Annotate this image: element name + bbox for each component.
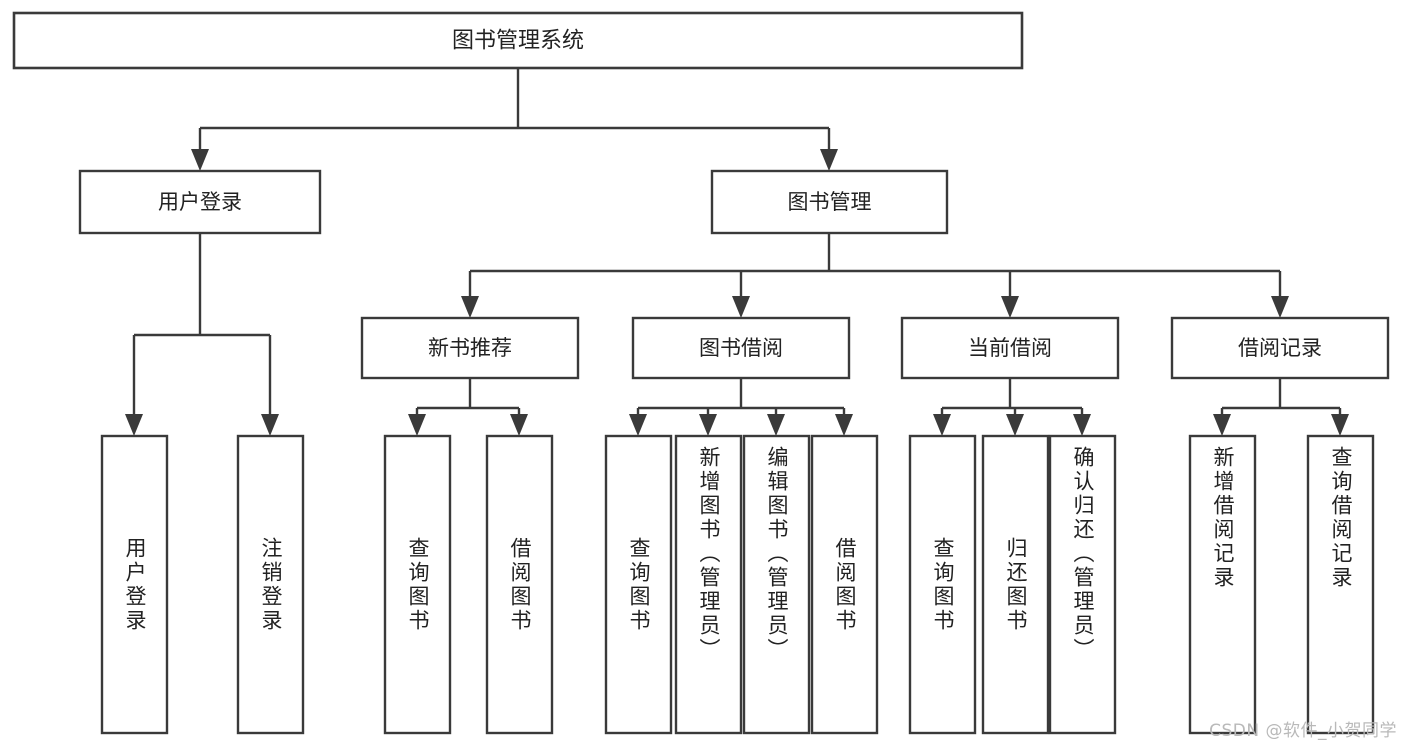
connectors-layer [125,68,1349,436]
node-root-box[interactable] [12,11,1024,70]
boxes-layer [12,11,1390,735]
arrow-head-icon [1001,296,1019,318]
leaf-edit-book-box[interactable] [742,434,811,735]
arrow-head-icon [191,149,209,171]
node-user-login-box[interactable] [78,169,322,235]
leaf-query-book-3-box[interactable] [908,434,977,735]
node-new-book-rec-box[interactable] [360,316,580,380]
arrow-head-icon [820,149,838,171]
arrow-head-icon [408,414,426,436]
leaf-borrow-book-1-box[interactable] [485,434,554,735]
node-current-borrow-box[interactable] [900,316,1120,380]
node-book-manage-label: 图书管理 [788,190,872,214]
arrow-head-icon [261,414,279,436]
leaf-add-book-box[interactable] [674,434,743,735]
node-book-borrow-label: 图书借阅 [699,336,783,360]
arrow-head-icon [1006,414,1024,436]
arrow-head-icon [1073,414,1091,436]
arrow-head-icon [1331,414,1349,436]
arrow-head-icon [732,296,750,318]
leaf-query-record-box[interactable] [1306,434,1375,735]
node-user-login-label: 用户登录 [158,190,242,214]
arrow-head-icon [629,414,647,436]
arrow-head-icon [461,296,479,318]
arrow-head-icon [1271,296,1289,318]
arrow-head-icon [699,414,717,436]
arrow-head-icon [767,414,785,436]
leaf-query-book-2-box[interactable] [604,434,673,735]
leaf-confirm-return-box[interactable] [1048,434,1117,735]
leaf-query-book-1-box[interactable] [383,434,452,735]
node-borrow-record-box[interactable] [1170,316,1390,380]
leaf-logout-box[interactable] [236,434,305,735]
arrow-head-icon [933,414,951,436]
arrow-head-icon [125,414,143,436]
leaf-add-record-box[interactable] [1188,434,1257,735]
leaf-return-book-box[interactable] [981,434,1050,735]
arrow-head-icon [510,414,528,436]
node-borrow-record-label: 借阅记录 [1238,336,1322,360]
node-book-borrow-box[interactable] [631,316,851,380]
watermark: CSDN @软件_小贺同学 [1209,721,1397,741]
node-new-book-rec-label: 新书推荐 [428,336,512,360]
arrow-head-icon [1213,414,1231,436]
leaf-borrow-book-2-box[interactable] [810,434,879,735]
arrow-head-icon [835,414,853,436]
node-root-label: 图书管理系统 [452,29,584,54]
node-book-manage-box[interactable] [710,169,949,235]
leaf-user-login-box[interactable] [100,434,169,735]
node-current-borrow-label: 当前借阅 [968,336,1052,360]
